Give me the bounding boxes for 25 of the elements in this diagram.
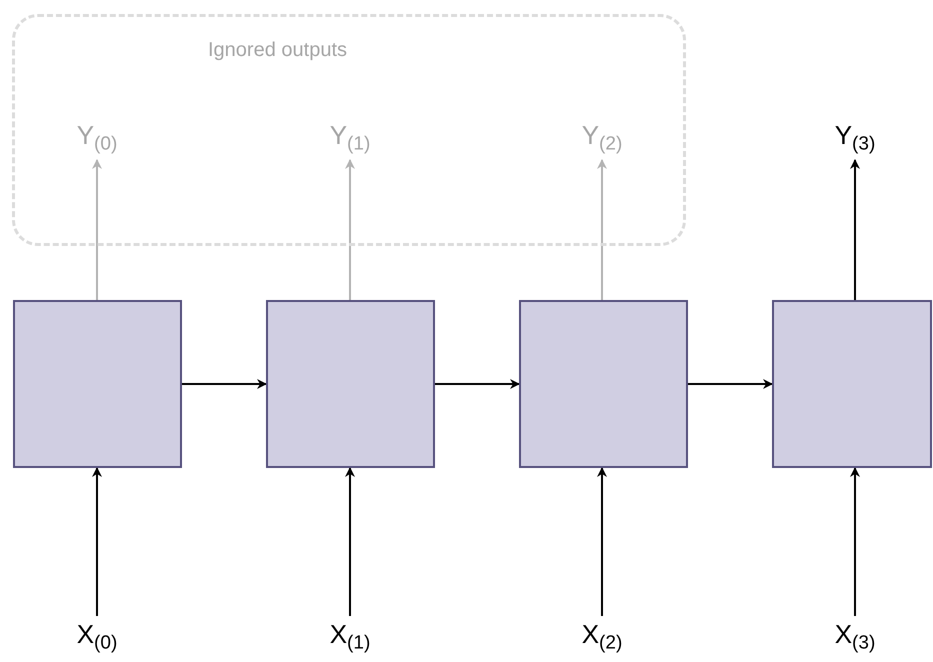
rnn-cell-box bbox=[772, 300, 932, 468]
arrow bbox=[345, 159, 355, 300]
variable-label: Y$_{(3)}$ bbox=[820, 116, 890, 160]
variable-label: Y$_{(0)}$ bbox=[62, 116, 132, 160]
variable-label: Y$_{(2)}$ bbox=[567, 116, 637, 160]
variable-label: Y$_{(1)}$ bbox=[315, 116, 385, 160]
arrow bbox=[435, 379, 520, 389]
rnn-cell-box bbox=[13, 300, 182, 468]
variable-label: X$_{(2)}$ bbox=[567, 616, 637, 658]
rnn-cell-box bbox=[519, 300, 688, 468]
dashed-group-frame bbox=[12, 14, 686, 246]
arrow bbox=[850, 467, 860, 616]
arrow bbox=[688, 379, 773, 389]
group-title: Ignored outputs bbox=[208, 39, 347, 62]
rnn-cell-box bbox=[266, 300, 435, 468]
variable-label: X$_{(0)}$ bbox=[62, 616, 132, 658]
arrow bbox=[345, 467, 355, 616]
variable-label: X$_{(1)}$ bbox=[315, 616, 385, 658]
variable-label: X$_{(3)}$ bbox=[820, 616, 890, 658]
arrow bbox=[92, 467, 102, 616]
arrow bbox=[850, 159, 860, 300]
arrow bbox=[597, 467, 607, 616]
arrow bbox=[182, 379, 267, 389]
arrow bbox=[597, 159, 607, 300]
arrow bbox=[92, 159, 102, 300]
